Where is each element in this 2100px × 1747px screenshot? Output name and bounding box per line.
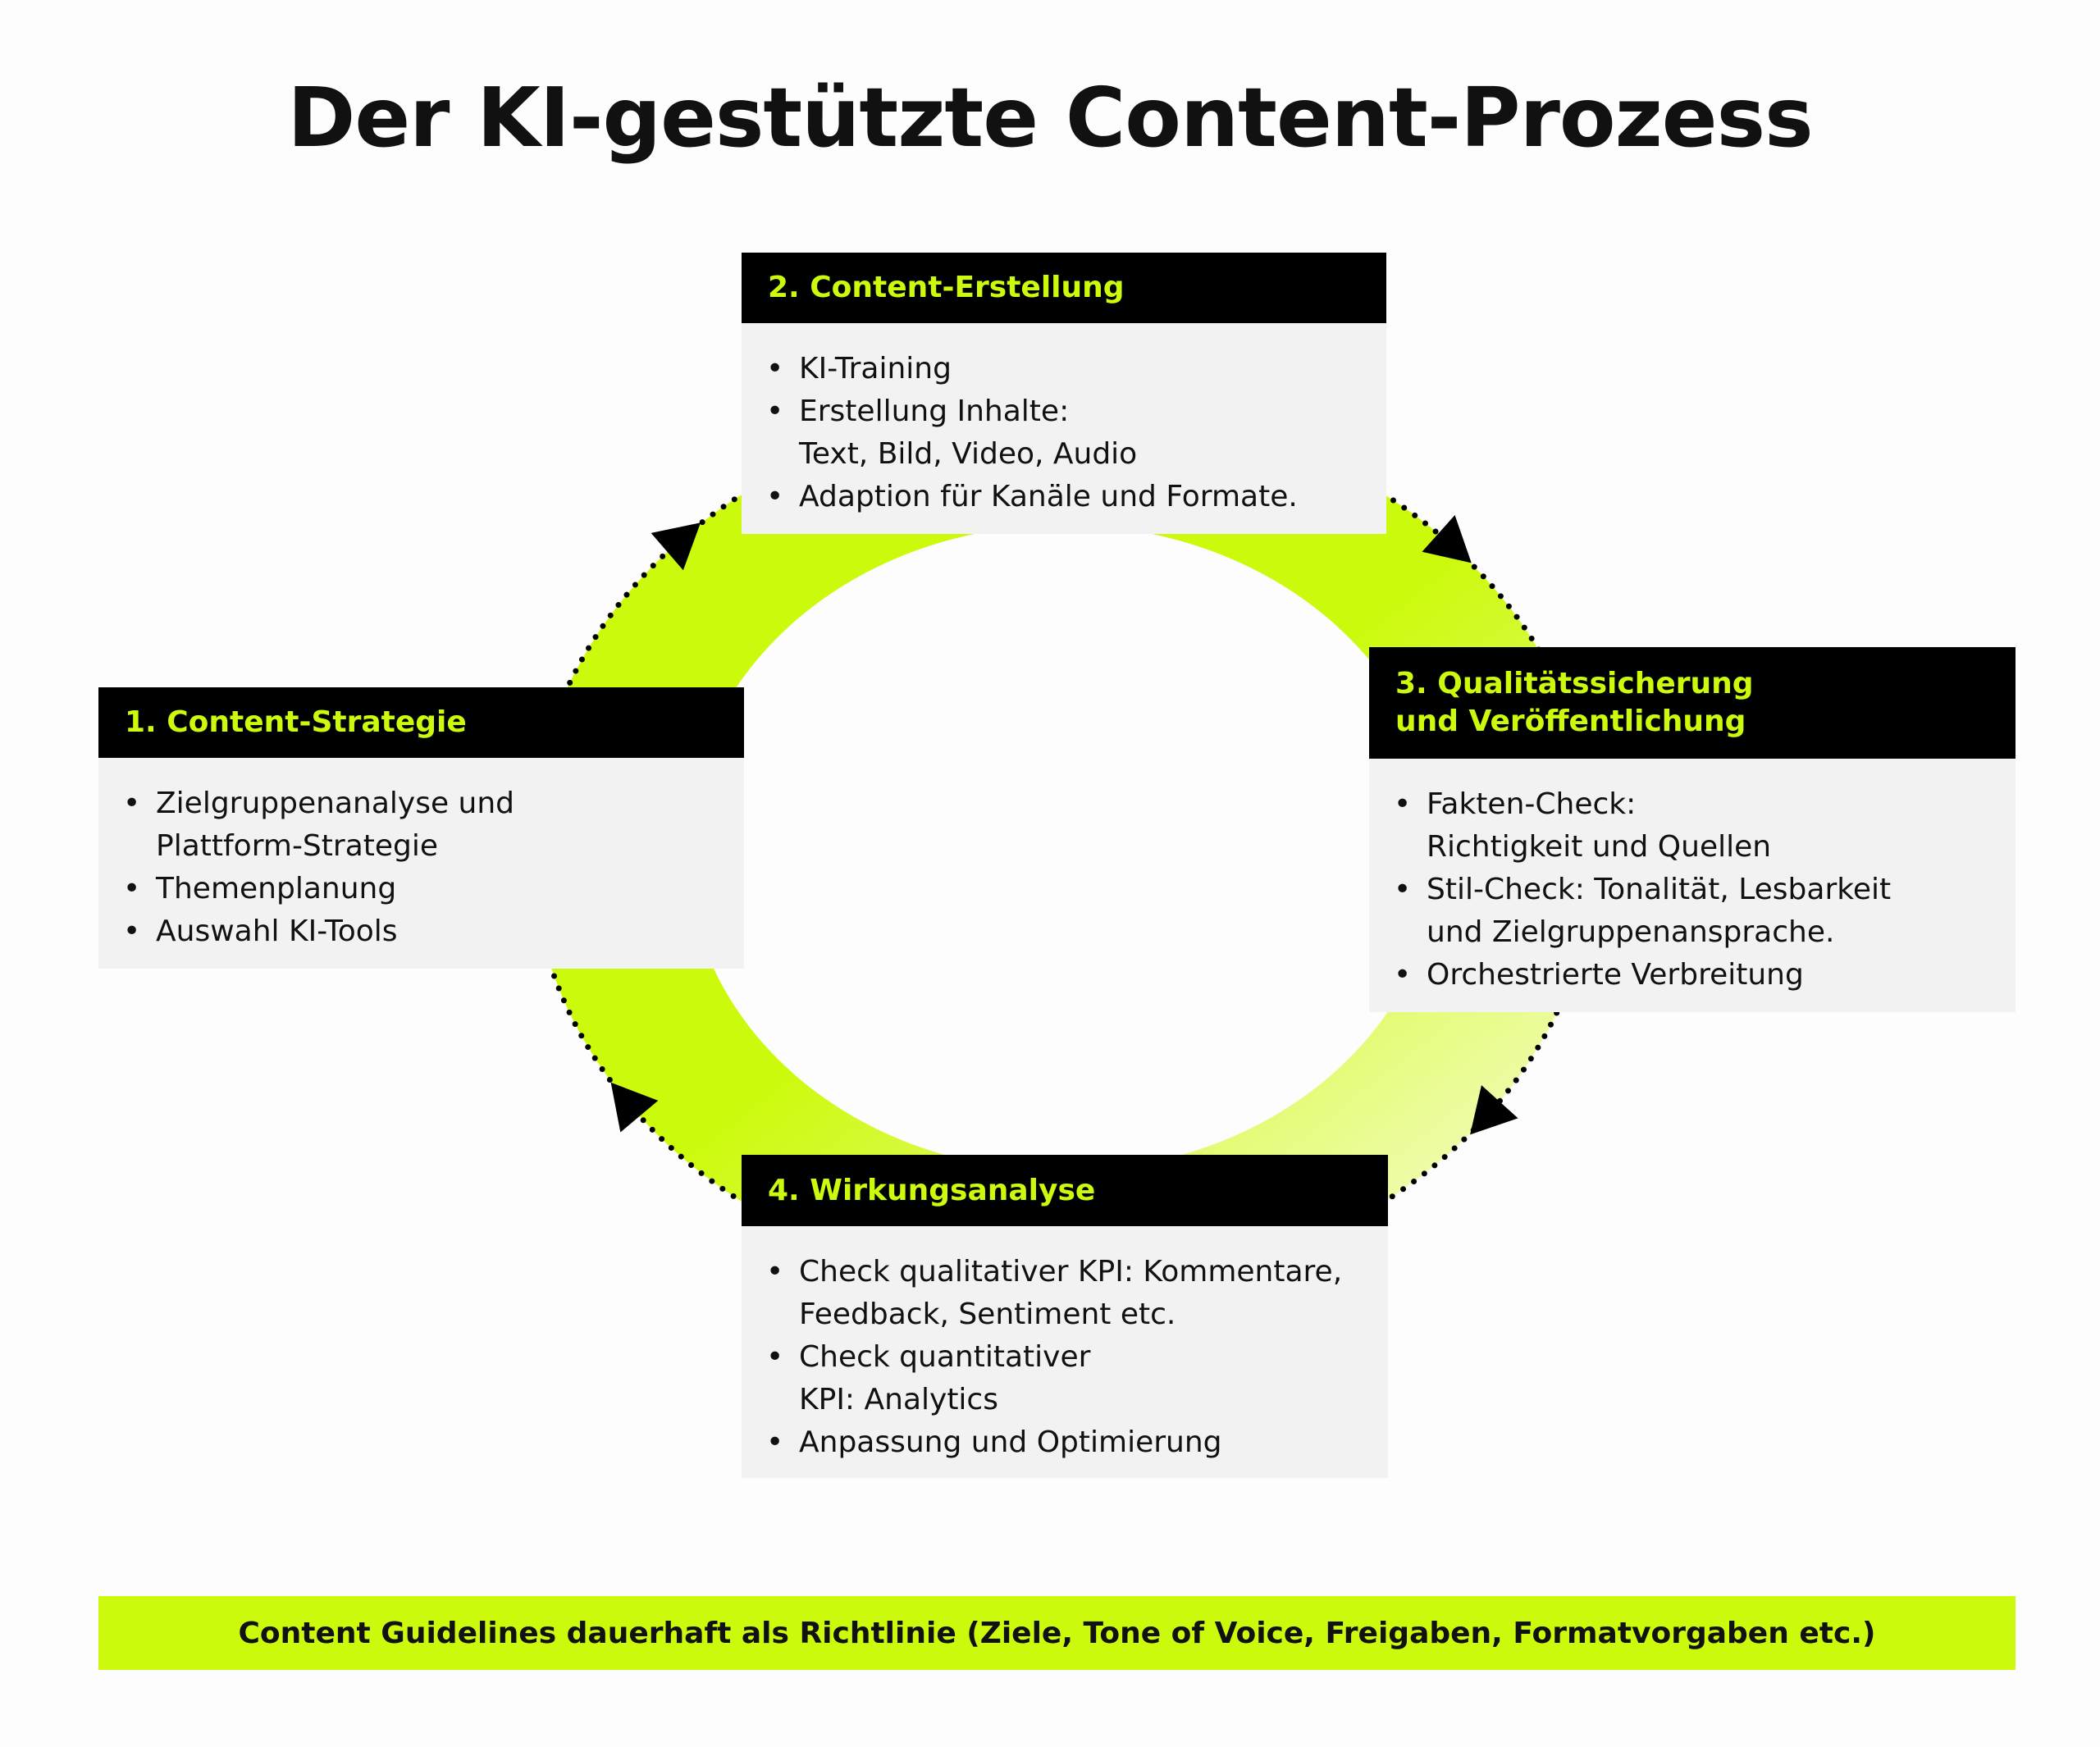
list-item: Stil-Check: Tonalität, Lesbarkeit und Zi… <box>1394 869 2016 954</box>
guidelines-banner: Content Guidelines dauerhaft als Richtli… <box>98 1596 2016 1670</box>
cycle-arrow-icon <box>1422 515 1472 563</box>
list-item: Auswahl KI-Tools <box>123 910 744 953</box>
list-item: Themenplanung <box>123 868 744 910</box>
list-item: Erstellung Inhalte: Text, Bild, Video, A… <box>766 390 1386 476</box>
list-item: Fakten-Check: Richtigkeit und Quellen <box>1394 783 2016 869</box>
page-title: Der KI-gestützte Content-Prozess <box>287 70 1813 166</box>
step-list: Fakten-Check: Richtigkeit und Quellen St… <box>1369 759 2016 997</box>
list-item: Zielgruppenanalyse und Plattform-Strateg… <box>123 782 744 868</box>
cycle-arrow-icon <box>651 522 701 571</box>
step-title: 4. Wirkungsanalyse <box>768 1173 1096 1207</box>
step-header: 1. Content-Strategie <box>98 687 744 758</box>
step-box-qualitaetssicherung: 3. Qualitätssicherung und Veröffentlichu… <box>1369 647 2016 1012</box>
cycle-arrow-icon <box>610 1082 659 1133</box>
list-item: Check quantitativer KPI: Analytics <box>766 1336 1388 1421</box>
step-box-content-strategie: 1. Content-Strategie Zielgruppenanalyse … <box>98 687 744 969</box>
list-item: Adaption für Kanäle und Formate. <box>766 476 1386 518</box>
step-title: 1. Content-Strategie <box>125 705 467 739</box>
step-list: Zielgruppenanalyse und Plattform-Strateg… <box>98 758 744 953</box>
step-header: 4. Wirkungsanalyse <box>742 1155 1388 1226</box>
guidelines-text: Content Guidelines dauerhaft als Richtli… <box>238 1616 1876 1650</box>
step-list: KI-Training Erstellung Inhalte: Text, Bi… <box>742 323 1386 518</box>
step-header: 2. Content-Erstellung <box>742 253 1386 323</box>
step-box-content-erstellung: 2. Content-Erstellung KI-Training Erstel… <box>742 253 1386 534</box>
list-item: KI-Training <box>766 348 1386 390</box>
list-item: Check qualitativer KPI: Kommentare, Feed… <box>766 1251 1388 1336</box>
step-list: Check qualitativer KPI: Kommentare, Feed… <box>742 1226 1388 1464</box>
cycle-arrow-icon <box>1470 1085 1518 1135</box>
step-title: 2. Content-Erstellung <box>768 271 1125 304</box>
step-header: 3. Qualitätssicherung und Veröffentlichu… <box>1369 647 2016 759</box>
step-box-wirkungsanalyse: 4. Wirkungsanalyse Check qualitativer KP… <box>742 1155 1388 1478</box>
list-item: Anpassung und Optimierung <box>766 1421 1388 1464</box>
list-item: Orchestrierte Verbreitung <box>1394 954 2016 997</box>
step-title: 3. Qualitätssicherung und Veröffentlichu… <box>1395 667 1754 738</box>
